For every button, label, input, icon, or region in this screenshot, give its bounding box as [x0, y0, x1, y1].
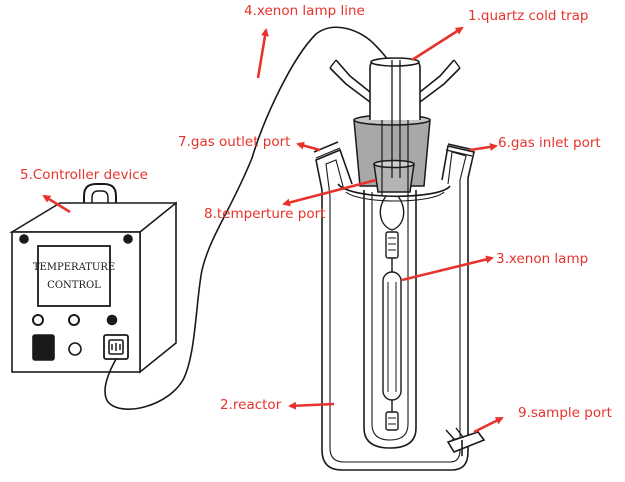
arrow-sample-port: [473, 416, 504, 434]
arrow-quartz-cold-trap: [411, 26, 464, 62]
arrow-gas-outlet-port: [296, 141, 321, 152]
reactor-outer-wall: [321, 178, 469, 471]
label-quartz-cold-trap: 1.quartz cold trap: [468, 8, 589, 24]
label-gas-inlet-port: 6.gas inlet port: [498, 135, 601, 151]
power-cable: [104, 26, 396, 410]
controller-device: [9, 183, 177, 374]
label-reactor: 2.reactor: [220, 397, 282, 413]
knob-middle[interactable]: [68, 314, 80, 326]
label-controller-device: 5.Controller device: [20, 167, 148, 183]
label-temperature-port: 8.temperture port: [204, 206, 326, 222]
controller-handle: [83, 183, 117, 213]
label-xenon-lamp: 3.xenon lamp: [496, 251, 589, 267]
arrow-temperature-port: [282, 178, 377, 207]
screen-line-1: TEMPERATURE: [33, 262, 115, 273]
xenon-lamp-tube: [382, 271, 402, 401]
callout-arrows: [42, 26, 504, 434]
label-gas-outlet-port: 7.gas outlet port: [178, 134, 291, 150]
controller-front-panel: [11, 231, 141, 373]
inner-tube: [363, 190, 417, 449]
indicator-dial: [68, 342, 82, 356]
label-xenon-lamp-line: 4.xenon lamp line: [244, 3, 365, 19]
arrow-gas-inlet-port: [469, 142, 498, 152]
screen-line-2: CONTROL: [47, 280, 101, 291]
arrow-xenon-lamp: [401, 255, 494, 282]
knob-left[interactable]: [32, 314, 44, 326]
sample-port-valve[interactable]: [445, 427, 486, 456]
label-sample-port: 9.sample port: [518, 405, 612, 421]
arrow-controller-device: [42, 194, 71, 214]
quartz-cold-trap: [329, 57, 461, 196]
xenon-lamp: [379, 195, 405, 431]
knob-right[interactable]: [106, 314, 118, 326]
power-switch[interactable]: [32, 334, 55, 361]
controller-screen: [37, 245, 111, 307]
arrow-reactor: [288, 401, 335, 410]
reactor-vessel: [313, 141, 486, 471]
arrow-xenon-lamp-line: [256, 28, 269, 79]
